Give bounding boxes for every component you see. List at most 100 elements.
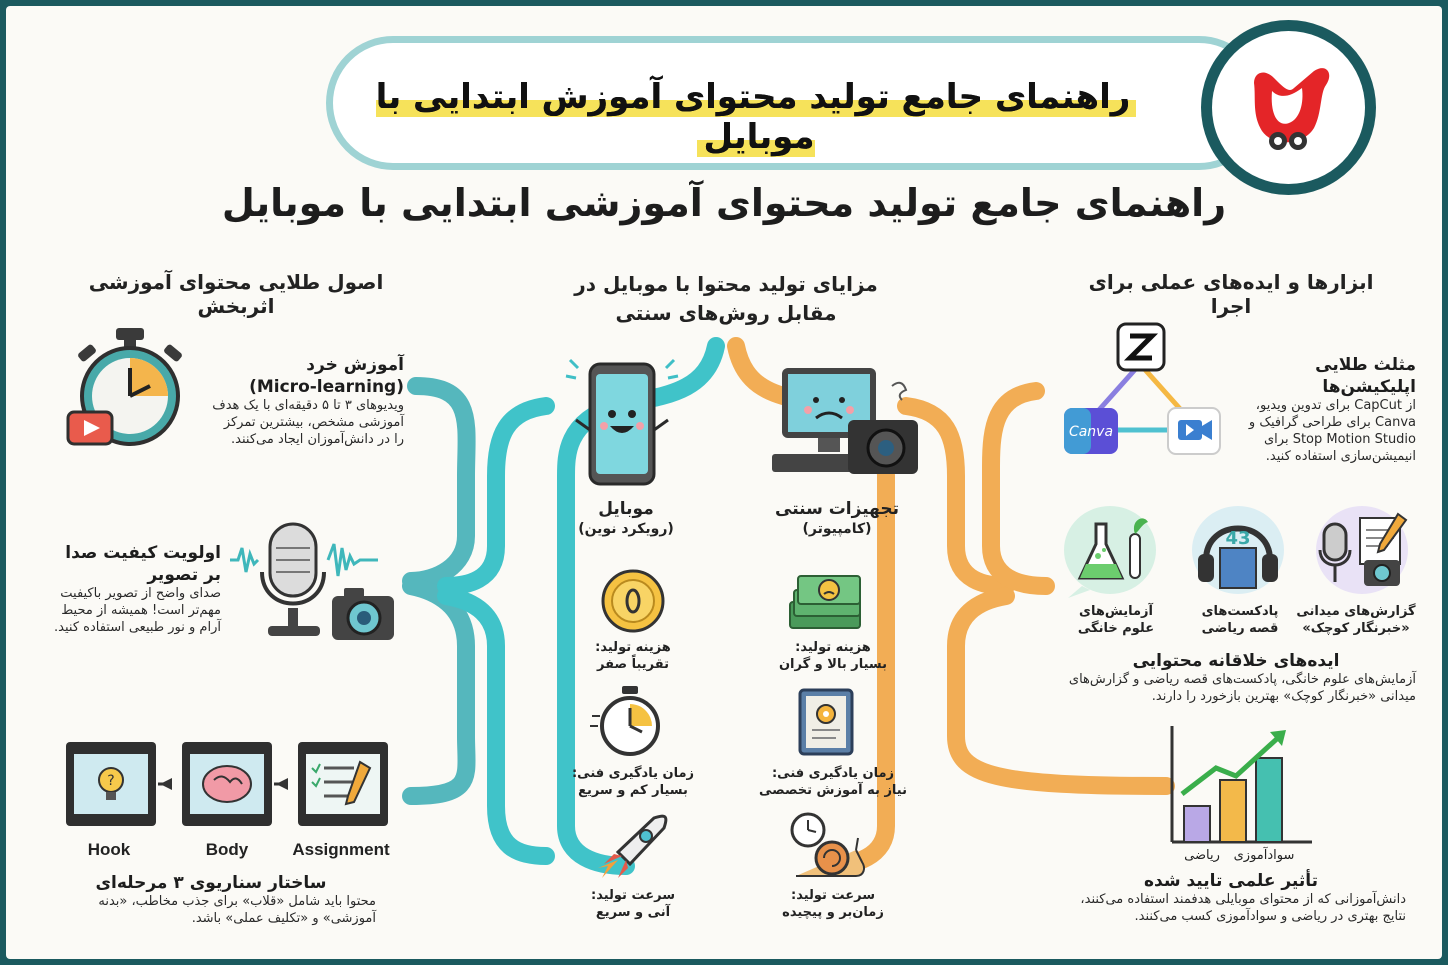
trad-speed-2: زمان‌بر و پیچیده (782, 904, 884, 920)
center-title-line-2: مقابل روش‌های سنتی (615, 301, 837, 325)
money-stack-icon (789, 575, 861, 629)
triangle-text-4: انیمیشن‌سازی استفاده کنید. (1265, 448, 1416, 464)
impact-text-1: دانش‌آموزانی که از محتوای موبایلی هدفمند… (1080, 892, 1406, 908)
idea-reporter: گزارش‌های میدانی «خبرنگار کوچک» (1296, 604, 1416, 638)
main-title: راهنمای جامع تولید محتوای آموزشی ابتدایی… (221, 181, 1227, 225)
micro-title-2: (Micro-learning) (249, 377, 404, 398)
growth-chart-icon (1170, 726, 1312, 844)
svg-text:?: ? (107, 773, 114, 789)
scenario-title: ساختار سناریوی ۳ مرحله‌ای (95, 873, 327, 893)
mobile-speed-1: سرعت تولید: (591, 888, 675, 903)
creative-ideas-block: ایده‌های خلاقانه محتوایی آزمایش‌های علوم… (1056, 650, 1416, 706)
audio-title-2: بر تصویر (147, 565, 221, 586)
body-frame (182, 742, 272, 826)
assignment-frame (298, 742, 388, 826)
triangle-title: مثلث طلایی اپلیکیشن‌ها (1315, 355, 1416, 398)
idea-podcast: پادکست‌های قصه ریاضی (1182, 604, 1298, 638)
traditional-title: تجهیزات سنتی (775, 499, 899, 519)
logo-mark-icon (1253, 67, 1329, 150)
trad-learn-1: زمان یادگیری فنی: (771, 766, 895, 781)
rocket-icon (598, 814, 668, 878)
triangle-text-3: Stop Motion Studio برای (1263, 431, 1416, 447)
mobile-title: موبایل (598, 499, 654, 519)
trad-learn: زمان یادگیری فنی: نیاز به آموزش تخصصی (758, 766, 908, 800)
trad-cost: هزینه تولید: بسیار بالا و گران (758, 640, 908, 674)
stopwatch-icon (66, 328, 182, 446)
app-triangle-diagram: Canva (1064, 322, 1221, 455)
micro-text-3: را در دانش‌آموزان ایجاد می‌کنند. (231, 431, 404, 447)
trad-learn-2: نیاز به آموزش تخصصی (759, 782, 907, 798)
stop-motion-icon (1167, 407, 1221, 455)
bar-label-literacy: سوادآموزی (1233, 848, 1295, 863)
mobile-cost: هزینه تولید: تقریباً صفر (558, 640, 708, 674)
podcast-headphones-icon: 43 (1192, 506, 1284, 594)
manual-book-icon (798, 688, 854, 756)
step-hook-label: Hook (87, 840, 131, 859)
logo (1201, 20, 1376, 195)
mobile-sub: (رویکرد نوین) (578, 521, 674, 538)
impact-block: تأثیر علمی تایید شده دانش‌آموزانی که از … (1056, 870, 1406, 926)
micro-title-1: آموزش خرد (306, 355, 404, 375)
audio-quality-block: اولویت کیفیت صدا بر تصویر صدای واضح از ت… (46, 542, 221, 637)
impact-text-2: نتایج بهتری در ریاضی و سوادآموزی کسب می‌… (1134, 908, 1407, 924)
trad-cost-1: هزینه تولید: (795, 640, 871, 655)
idea-3-b: علوم خانگی (1077, 620, 1155, 636)
ideas-text-1: آزمایش‌های علوم خانگی، پادکست‌های قصه ری… (1068, 672, 1416, 688)
bar-label-math: ریاضی (1184, 848, 1220, 863)
reporter-icon (1316, 506, 1408, 594)
mobile-learn-1: زمان یادگیری فنی: (571, 766, 695, 781)
scenario-steps-diagram: ? (66, 742, 388, 826)
mobile-learn: زمان یادگیری فنی: بسیار کم و سریع (558, 766, 708, 800)
traditional-sub: (کامپیوتر) (802, 521, 872, 538)
impact-title: تأثیر علمی تایید شده (1143, 871, 1319, 891)
canva-icon: Canva (1064, 408, 1118, 454)
scenario-block: ساختار سناریوی ۳ مرحله‌ای محتوا باید شام… (46, 872, 376, 928)
mobile-learn-2: بسیار کم و سریع (578, 782, 688, 798)
microphone-icon (230, 522, 394, 640)
idea-2-b: قصه ریاضی (1201, 620, 1279, 636)
triangle-text-1: از CapCut برای تدوین ویدیو، (1255, 398, 1416, 414)
snail-clock-icon (790, 812, 865, 877)
mobile-cost-1: هزینه تولید: (595, 640, 671, 655)
logo-inner (1212, 31, 1365, 184)
audio-text-1: صدای واضح از تصویر باکیفیت (60, 586, 221, 602)
idea-1-a: گزارش‌های میدانی (1296, 604, 1416, 619)
infographic-canvas: راهنمای جامع تولید محتوای آموزش ابتدایی … (6, 6, 1442, 959)
timer-icon (590, 686, 660, 756)
mobile-speed-2: آنی و سریع (595, 904, 671, 920)
idea-science: آزمایش‌های علوم خانگی (1058, 604, 1174, 638)
coin-icon (601, 569, 665, 633)
happy-phone-icon (565, 358, 679, 486)
hook-frame: ? (66, 742, 156, 826)
mobile-cost-2: تقریباً صفر (597, 656, 669, 672)
scenario-text-2: آموزشی» و «تکلیف عملی» باشد. (191, 910, 376, 926)
mobile-label: موبایل (رویکرد نوین) (566, 498, 686, 538)
ideas-title: ایده‌های خلاقانه محتوایی (1132, 651, 1340, 671)
app-triangle-block: مثلث طلایی اپلیکیشن‌ها از CapCut برای تد… (1236, 354, 1416, 466)
micro-text-1: ویدیوهای ۳ تا ۵ دقیقه‌ای با یک هدف (212, 398, 404, 414)
micro-learning-block: آموزش خرد (Micro-learning) ویدیوهای ۳ تا… (204, 354, 404, 449)
left-column-title: اصول طلایی محتوای آموزشی اثربخش (88, 270, 384, 318)
header-banner: راهنمای جامع تولید محتوای آموزش ابتدایی … (326, 36, 1266, 170)
audio-title-1: اولویت کیفیت صدا (65, 543, 221, 563)
trad-cost-2: بسیار بالا و گران (778, 656, 888, 672)
right-column-title: ابزارها و ایده‌های عملی برای اجرا (1088, 270, 1374, 318)
science-experiment-icon (1064, 506, 1156, 598)
audio-text-2: مهم‌تر است! همیشه از محیط (61, 603, 221, 619)
mobile-speed: سرعت تولید: آنی و سریع (558, 888, 708, 922)
micro-text-2: آموزشی مشخص، بیشترین تمرکز (223, 415, 404, 431)
step-body-label: Body (205, 840, 249, 859)
scenario-text-1: محتوا باید شامل «قلاب» برای جذب مخاطب، «… (98, 894, 376, 910)
idea-1-b: «خبرنگار کوچک» (1302, 620, 1410, 636)
step-assignment-label: Assignment (292, 840, 390, 859)
traditional-label: تجهیزات سنتی (کامپیوتر) (762, 498, 912, 538)
center-title-line-1: مزایای تولید محتوا با موبایل در (574, 272, 878, 296)
banner-title: راهنمای جامع تولید محتوای آموزش ابتدایی … (333, 77, 1179, 157)
trad-speed-1: سرعت تولید: (791, 888, 875, 903)
canva-label: Canva (1069, 424, 1113, 440)
audio-text-3: آرام و نور طبیعی استفاده کنید. (54, 619, 221, 635)
sad-computer-icon (772, 368, 918, 474)
capcut-icon (1116, 322, 1166, 372)
ideas-text-2: میدانی «خبرنگار کوچک» بهترین بازخورد را … (1151, 688, 1416, 704)
idea-3-a: آزمایش‌های (1079, 604, 1153, 619)
